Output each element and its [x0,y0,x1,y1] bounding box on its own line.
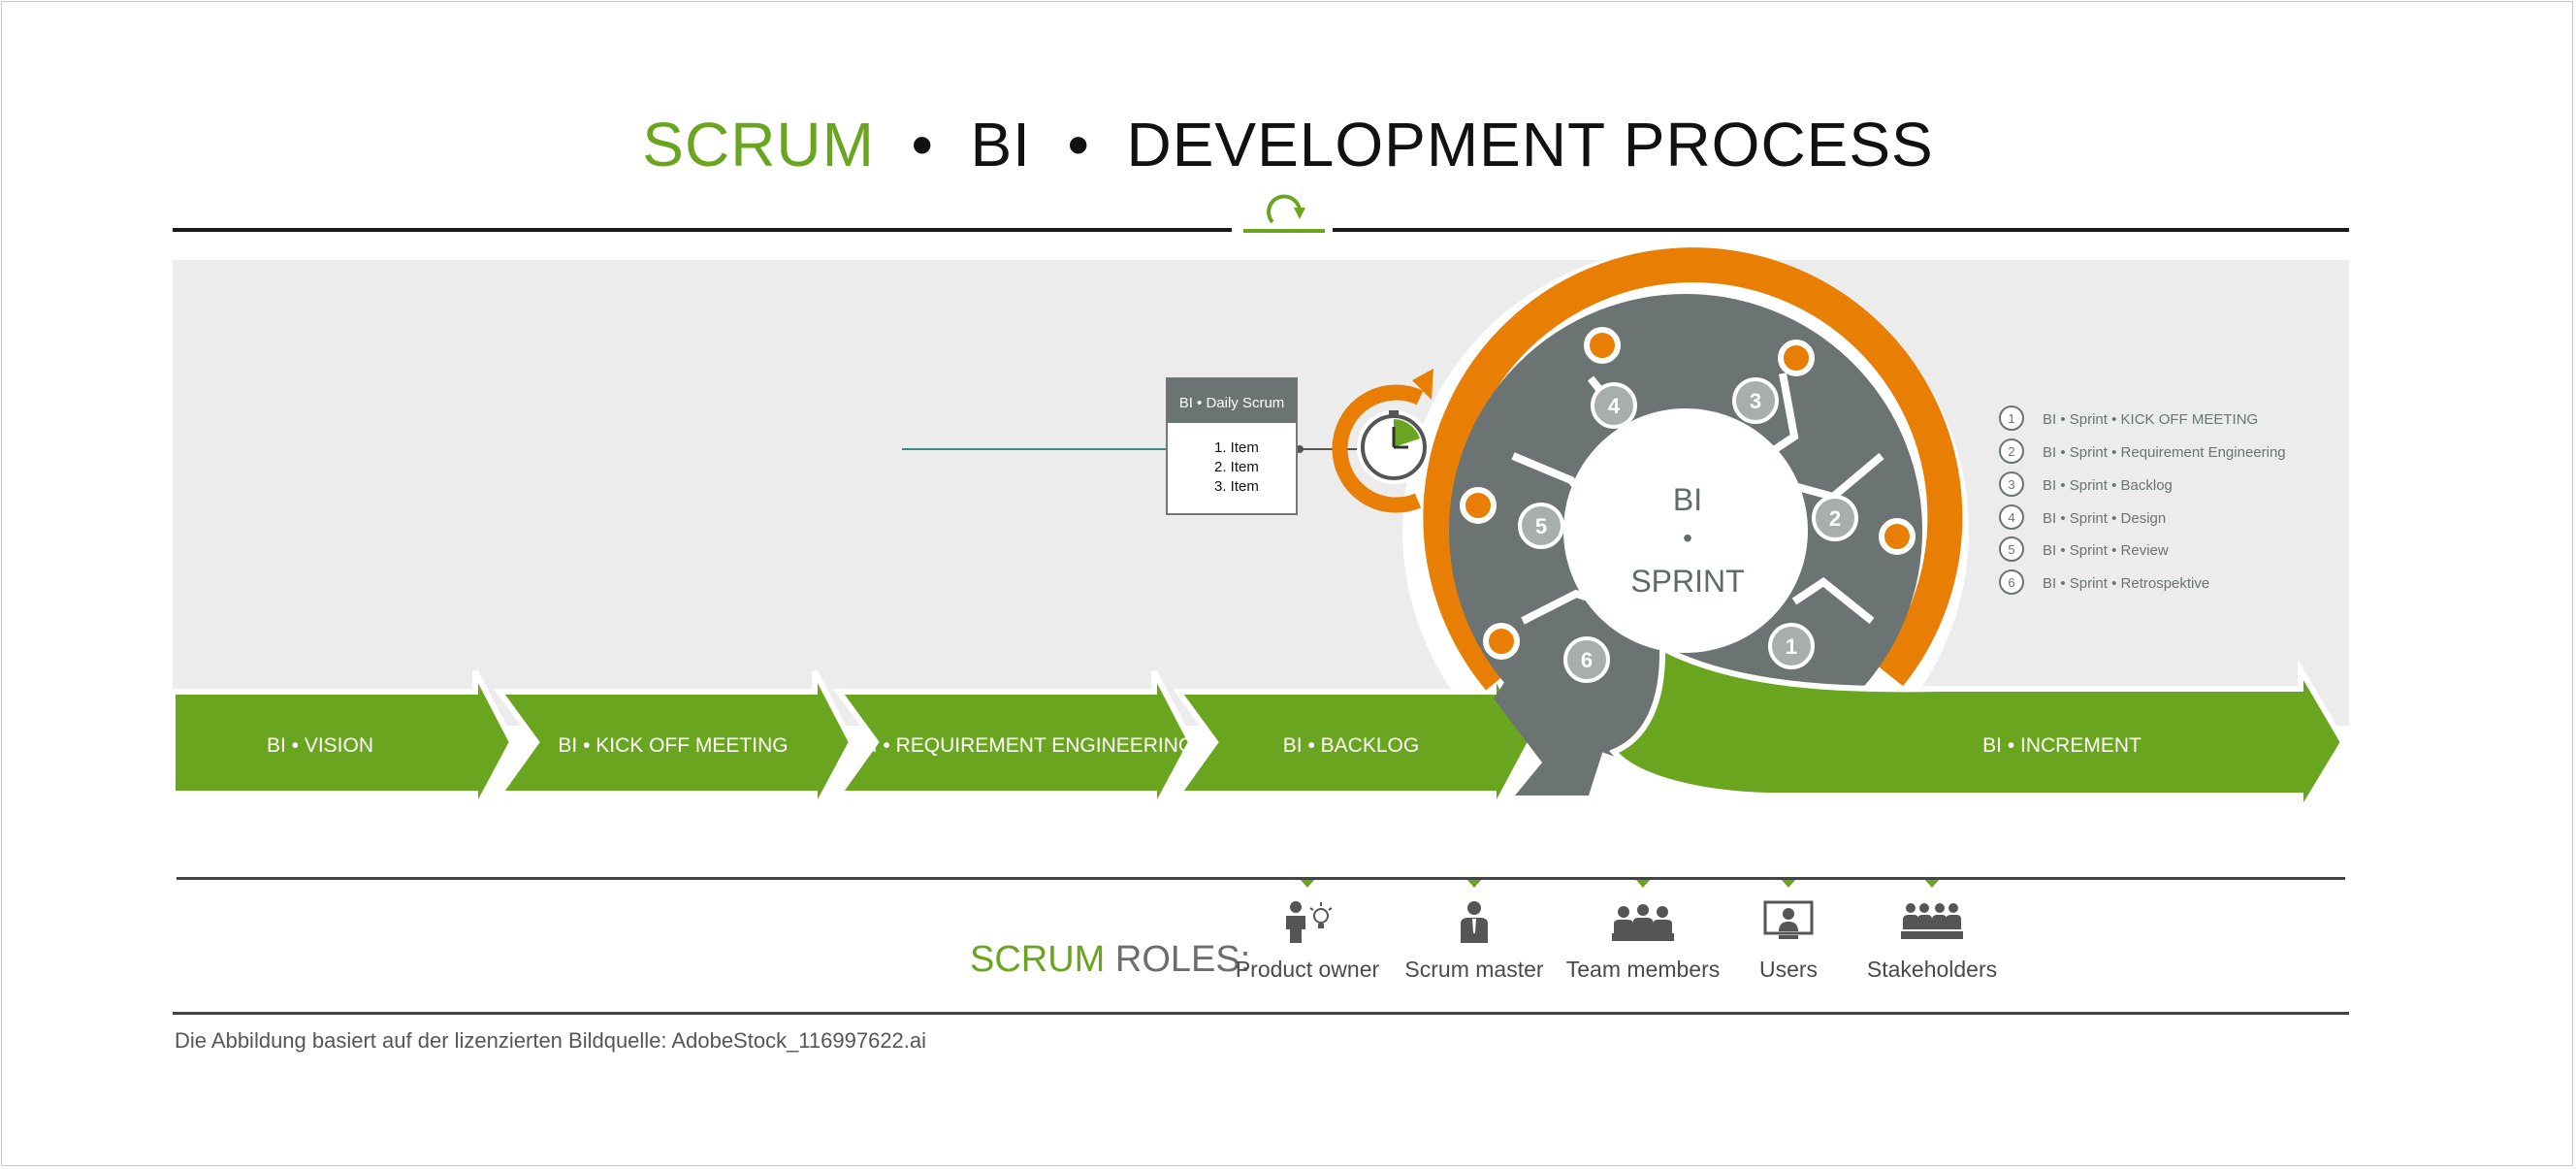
legend-item: 6 BI • Sprint • Retrospektive [1999,569,2209,595]
segment-4: 4 [1608,394,1621,418]
legend-num: 3 [2008,477,2014,492]
ring-dots [1460,327,1916,660]
legend-text: BI • Sprint • Retrospektive [2043,575,2209,592]
legend-item: 1 BI • Sprint • KICK OFF MEETING [1999,406,2258,431]
legend-item: 4 BI • Sprint • Design [1999,504,2166,530]
title-process: DEVELOPMENT PROCESS [1126,110,1934,179]
legend-item: 3 BI • Sprint • Backlog [1999,471,2173,497]
daily-scrum-item-3: 3. Item [1214,478,1259,495]
legend-num: 2 [2008,444,2014,459]
segment-1: 1 [1786,634,1797,659]
role-stakeholders: Stakeholders [1825,900,2039,983]
title-rule-right [1333,228,2349,232]
legend-text: BI • Sprint • KICK OFF MEETING [2043,411,2258,428]
daily-scrum-item-1: 1. Item [1214,439,1259,456]
scrum-roles-label: SCRUM ROLES: [970,939,1250,981]
title-dot-2: • [1067,110,1090,179]
title-scrum: SCRUM [642,110,875,179]
role-label: Product owner [1235,957,1380,982]
role-team-members: Team members [1536,900,1750,983]
arrow-label-kickoff: BI • KICK OFF MEETING [558,734,788,757]
daily-scrum-item-2: 2. Item [1214,459,1259,475]
arrow-requirement [833,669,1195,813]
team-members-icon [1612,904,1674,941]
sprint-legend: 1 BI • Sprint • KICK OFF MEETING 2 BI • … [1999,406,2286,595]
segment-2: 2 [1829,506,1841,531]
stakeholders-icon [1901,903,1963,939]
role-product-owner: Product owner [1201,900,1414,983]
segment-numbers: 1 2 3 4 5 6 [1535,389,1841,672]
process-arrows [170,669,1534,813]
arrow-label-backlog: BI • BACKLOG [1283,734,1419,757]
role-users: Users [1682,900,1895,983]
segment-6: 6 [1581,648,1593,672]
roles-rule-top [177,877,2345,880]
legend-item: 5 BI • Sprint • Review [1999,536,2169,562]
sprint-exit-arrow [1494,669,1612,796]
roles-label-roles: ROLES: [1114,939,1251,980]
arrow-label-vision: BI • VISION [267,734,373,757]
legend-num: 4 [2008,510,2014,525]
arrow-label-increment: BI • INCREMENT [1982,734,2141,757]
segment-markers [1518,377,1858,683]
daily-scrum-loop [1332,369,1433,513]
segment-3: 3 [1750,389,1761,413]
roles-label-scrum: SCRUM [970,939,1106,980]
sprint-label-sprint: SPRINT [1630,564,1744,599]
arrow-label-requirement: BI • REQUIREMENT ENGINEERING [858,734,1195,757]
role-label: Users [1758,957,1819,982]
legend-num: 5 [2008,542,2014,557]
legend-item: 2 BI • Sprint • Requirement Engineering [1999,438,2286,464]
role-markers [1300,879,1940,888]
sprint-center [1567,412,1804,649]
legend-text: BI • Sprint • Backlog [2043,477,2173,494]
legend-num: 1 [2008,411,2014,426]
arrow-backlog [1173,669,1534,813]
arrow-kickoff [494,669,855,813]
title-rule-left [173,228,1232,232]
legend-text: BI • Sprint • Requirement Engineering [2043,444,2286,461]
role-scrum-master: Scrum master [1368,900,1581,983]
arrow-vision [170,669,516,813]
scrum-master-icon [1461,901,1488,943]
daily-scrum-card: BI • Daily Scrum 1. Item 2. Item 3. Item [1166,377,1298,515]
arrow-labels: BI • VISION BI • KICK OFF MEETING BI • R… [267,734,2141,757]
legend-num: 6 [2008,575,2014,590]
arrow-increment [1609,642,2347,824]
source-credit: Die Abbildung basiert auf der lizenziert… [175,1028,927,1053]
role-label: Scrum master [1404,957,1544,982]
sprint-label: BI • SPRINT [1630,482,1744,599]
stopwatch-icon [1357,410,1431,484]
role-label: Team members [1565,957,1721,982]
legend-text: BI • Sprint • Design [2043,510,2166,527]
daily-scrum-header: BI • Daily Scrum [1179,395,1285,411]
sprint-label-bi: BI [1673,482,1702,517]
refresh-cycle-icon [1243,194,1325,233]
sprint-label-dot: • [1683,523,1692,553]
users-icon [1763,900,1814,939]
role-label: Stakeholders [1866,957,1998,982]
page-title: SCRUM • BI • DEVELOPMENT PROCESS [0,109,2576,180]
roles-rule-bottom [173,1012,2349,1015]
title-bi: BI [970,110,1031,179]
product-owner-icon [1286,901,1333,943]
segment-5: 5 [1535,514,1547,538]
title-dot-1: • [911,110,934,179]
sprint-orange-ring [1423,247,1963,691]
legend-text: BI • Sprint • Review [2043,542,2169,559]
